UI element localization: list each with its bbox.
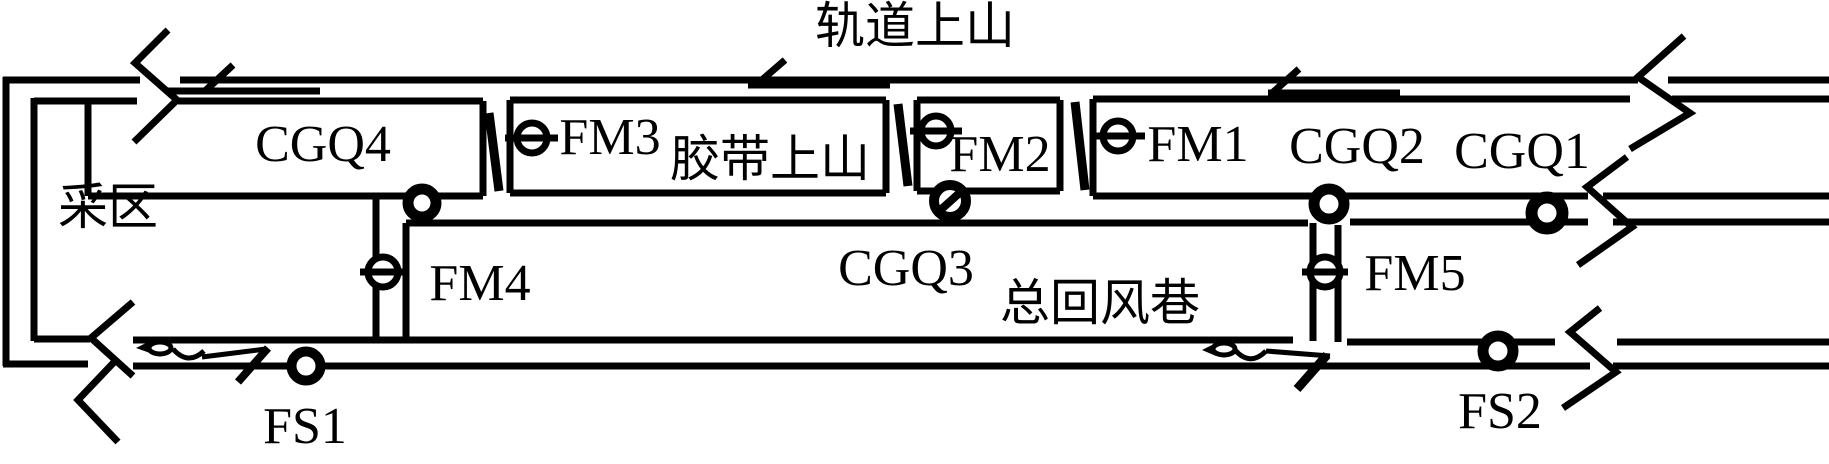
- label-mining-district: 采区: [58, 179, 158, 235]
- label-track-incline: 轨道上山: [815, 0, 1015, 54]
- roadway-lines: [2, 76, 1829, 370]
- fm3-door-circle: [505, 119, 558, 157]
- fs2-sensor-ring: [1477, 330, 1519, 372]
- cgq1-sensor-ring: [1525, 191, 1569, 235]
- label-cgq3: CGQ3: [838, 240, 974, 297]
- break-bottom-right: [1561, 305, 1622, 411]
- label-fs2: FS2: [1458, 383, 1542, 440]
- airflow-arrow: [1268, 66, 1400, 99]
- cgq2-sensor-ring: [1308, 183, 1350, 225]
- label-main-return-airway: 总回风巷: [1000, 275, 1200, 331]
- label-fm1: FM1: [1147, 116, 1248, 173]
- air-door-symbols: [360, 101, 1348, 291]
- label-cgq4: CGQ4: [255, 116, 391, 173]
- sensor-rings: [286, 180, 1569, 386]
- airflow-arrow: [748, 57, 890, 89]
- airflow-arrows: [168, 57, 1400, 99]
- break-top-right: [1628, 33, 1697, 153]
- fs1-sensor-ring: [286, 346, 326, 386]
- cgq4-sensor-ring: [402, 183, 442, 223]
- label-cgq1: CGQ1: [1454, 123, 1590, 180]
- label-fm3: FM3: [559, 109, 660, 166]
- fm1-door-circle: [1092, 117, 1145, 155]
- fs2-window-symbol: [1202, 340, 1331, 392]
- break-mid-right: [1575, 154, 1638, 268]
- label-fm5: FM5: [1364, 245, 1465, 302]
- label-fm2: FM2: [949, 126, 1050, 183]
- airflow-arrow: [168, 62, 320, 95]
- fm5-door-circle: [1302, 253, 1348, 291]
- fm3-door-leaf: [484, 112, 504, 192]
- break-symbols: [73, 27, 1697, 445]
- fm2-door-leaf: [893, 103, 913, 187]
- fs1-window-symbol: [136, 339, 271, 385]
- labels: 轨道上山 采区 胶带上山 总回风巷 CGQ4 FM3 FM2 FM1 CGQ2 …: [58, 0, 1590, 455]
- cgq3-sensor-ring-slashed: [929, 180, 971, 222]
- fm1-door-leaf: [1070, 101, 1090, 191]
- fm2-door-circle: [910, 112, 962, 150]
- label-cgq2: CGQ2: [1289, 118, 1425, 175]
- break-bottom-left: [85, 299, 136, 379]
- air-window-symbols: [136, 339, 1331, 392]
- fm4-door-circle: [360, 253, 406, 291]
- break-top-left: [129, 27, 183, 145]
- label-fs1: FS1: [263, 398, 347, 455]
- label-fm4: FM4: [429, 255, 530, 312]
- break-bottom-left-2: [73, 355, 121, 445]
- label-belt-incline: 胶带上山: [670, 131, 870, 187]
